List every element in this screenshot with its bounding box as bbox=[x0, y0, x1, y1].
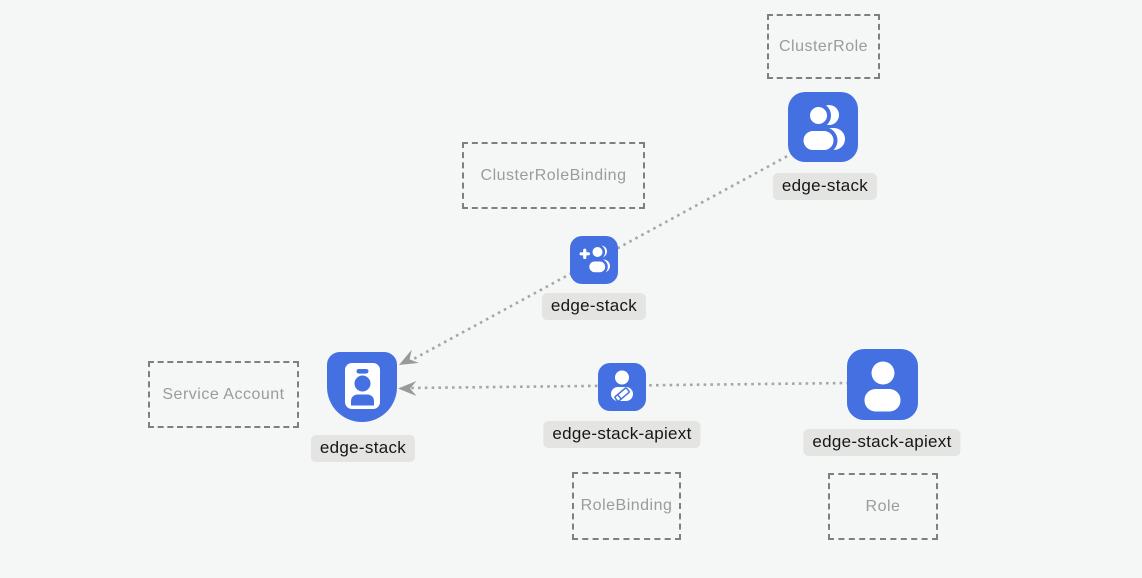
type-box-label: RoleBinding bbox=[580, 497, 673, 514]
arrowhead-horizontal bbox=[398, 381, 417, 396]
arrowhead-diagonal bbox=[399, 349, 419, 365]
type-box-label: Service Account bbox=[162, 385, 285, 403]
node-label-chip: edge-stack bbox=[772, 173, 878, 200]
type-box-label: ClusterRoleBinding bbox=[480, 166, 627, 184]
node-label-chip: edge-stack bbox=[541, 293, 647, 320]
id-badge-icon bbox=[345, 363, 380, 409]
type-box-clusterrole: ClusterRole bbox=[767, 14, 880, 79]
type-box-label: ClusterRole bbox=[778, 37, 869, 55]
node-label: edge-stack bbox=[550, 296, 638, 315]
node-label: edge-stack-apiext bbox=[812, 432, 952, 451]
node-role bbox=[847, 349, 918, 420]
type-box-serviceaccount: Service Account bbox=[148, 361, 299, 428]
type-box-label: Role bbox=[865, 497, 901, 515]
type-box-role: Role bbox=[828, 473, 938, 540]
node-clusterrole bbox=[788, 92, 858, 162]
node-rolebinding bbox=[598, 363, 646, 411]
node-label-chip: edge-stack-apiext bbox=[543, 421, 701, 448]
node-serviceaccount bbox=[327, 352, 397, 422]
users-icon bbox=[799, 103, 845, 154]
user-plus-icon bbox=[579, 244, 610, 275]
node-label: edge-stack-apiext bbox=[552, 424, 692, 443]
type-box-rolebinding: RoleBinding bbox=[572, 472, 681, 540]
node-label: edge-stack bbox=[319, 438, 407, 457]
node-label: edge-stack bbox=[781, 176, 869, 195]
node-clusterrolebinding bbox=[570, 236, 618, 284]
node-label-chip: edge-stack bbox=[310, 435, 416, 462]
user-icon bbox=[864, 361, 901, 412]
user-edit-icon bbox=[611, 370, 633, 402]
type-box-clusterrolebinding: ClusterRoleBinding bbox=[462, 142, 645, 209]
node-label-chip: edge-stack-apiext bbox=[803, 429, 961, 456]
